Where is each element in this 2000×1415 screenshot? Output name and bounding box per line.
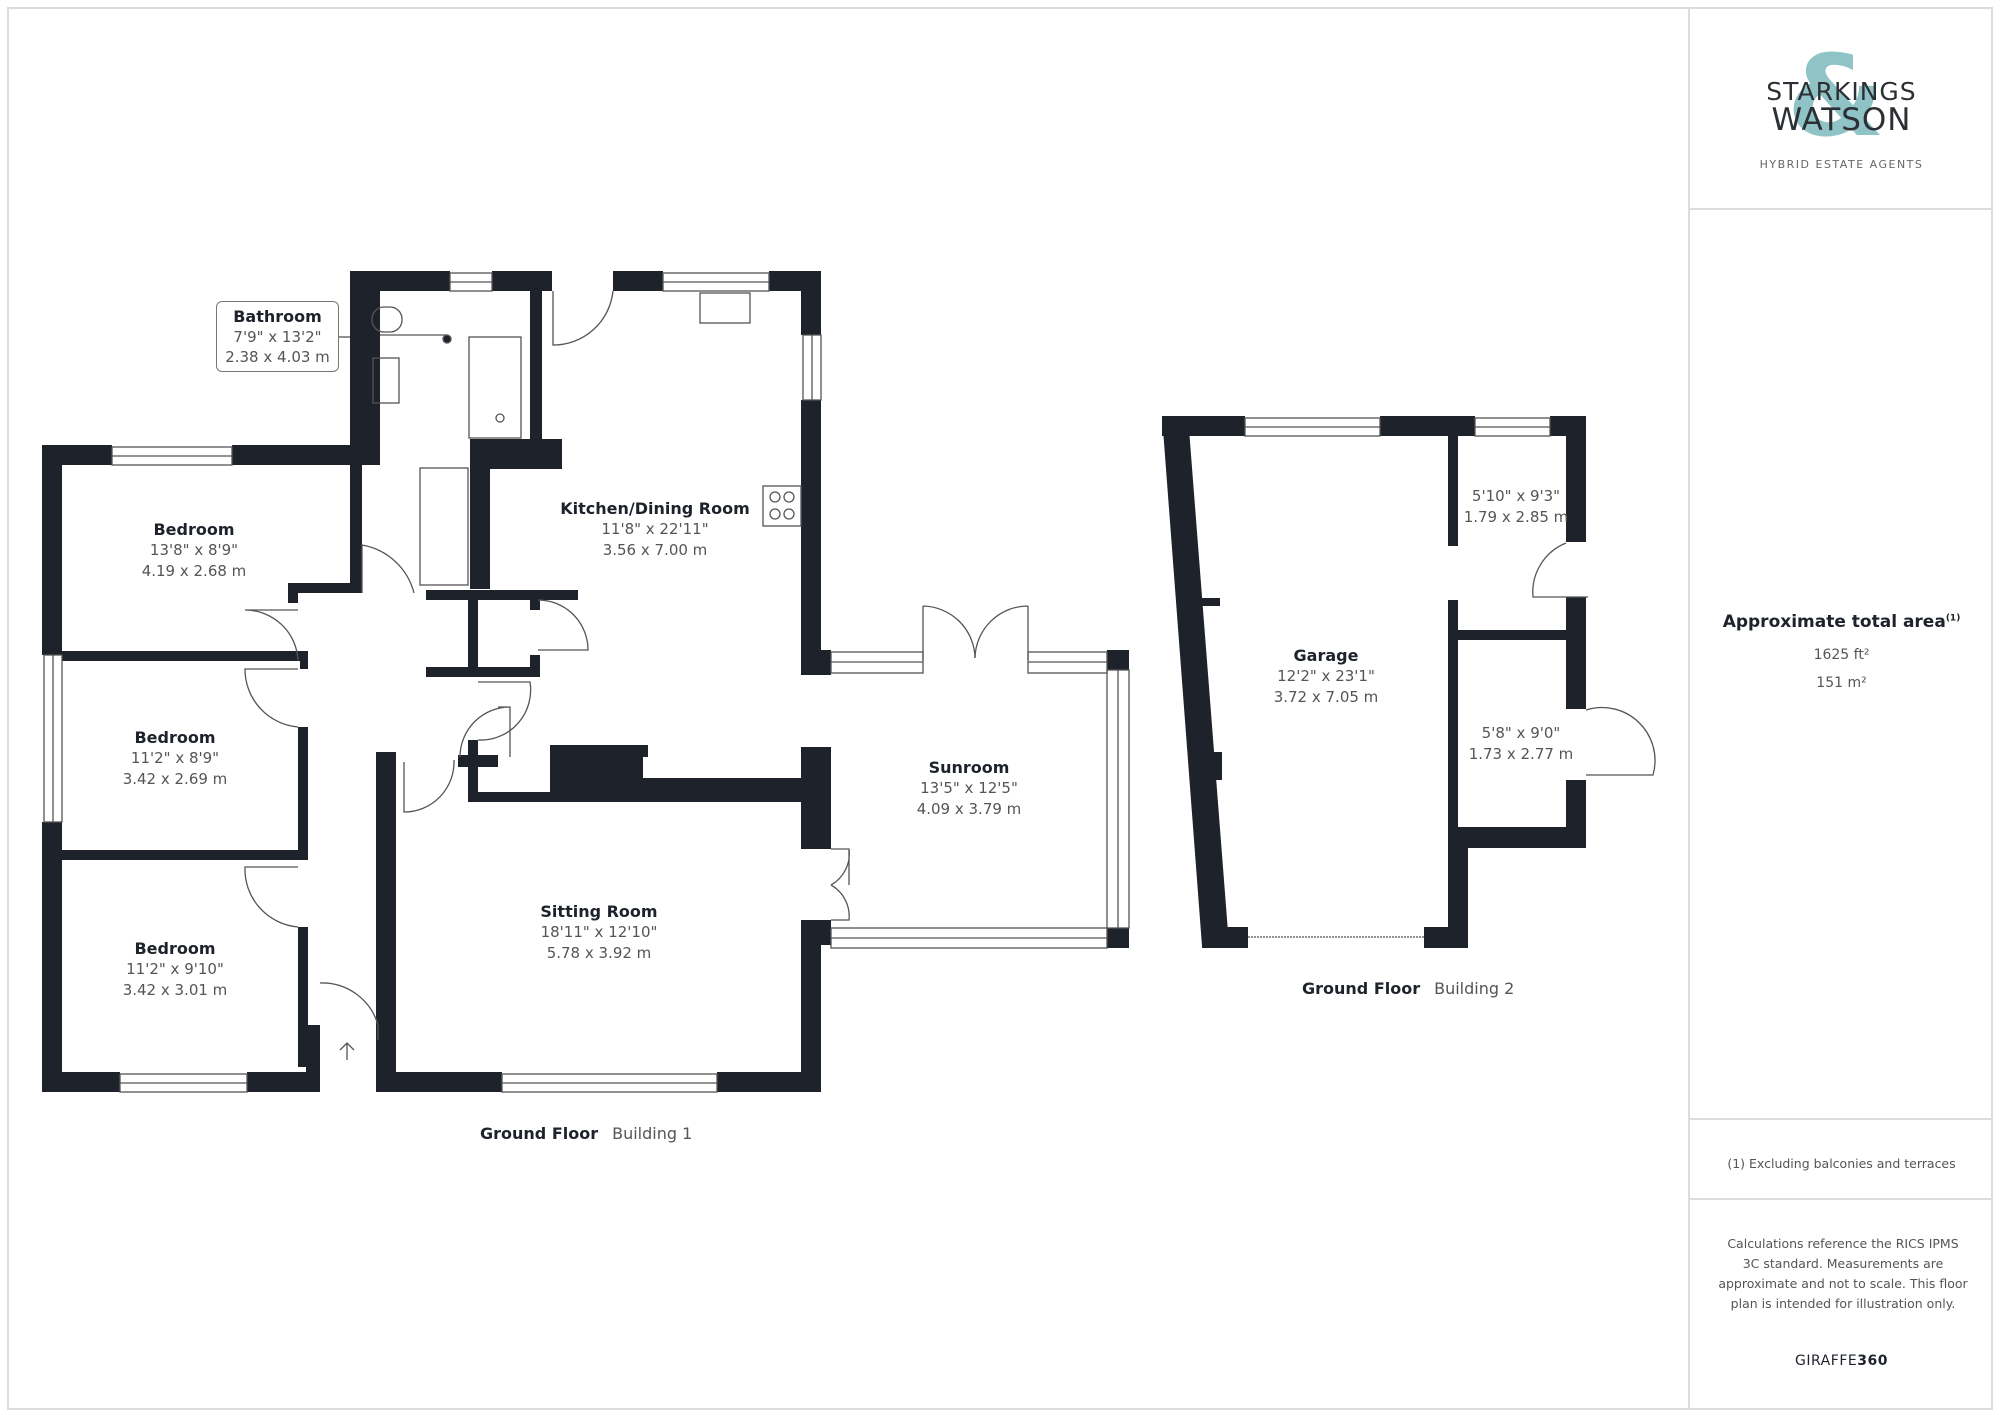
- agent-logo: & STARKINGS WATSON HYBRID ESTATE AGENTS: [1690, 7, 1993, 210]
- disclaimer-section: Calculations reference the RICS IPMS 3C …: [1690, 1200, 1993, 1410]
- footnote-section: (1) Excluding balconies and terraces: [1690, 1120, 1993, 1200]
- total-area-title: Approximate total area(1): [1722, 612, 1961, 632]
- total-area-sqft: 1625 ft²: [1813, 647, 1870, 663]
- walls-building-1: [42, 271, 1129, 1092]
- footnote-text: (1) Excluding balconies and terraces: [1727, 1156, 1956, 1171]
- logo-tagline: HYBRID ESTATE AGENTS: [1759, 158, 1924, 171]
- windows-doors-building-1: [43, 272, 1130, 1093]
- total-area-section: Approximate total area(1) 1625 ft² 151 m…: [1690, 210, 1993, 1120]
- walls-building-2: [1162, 416, 1586, 948]
- giraffe360-brand: GIRAFFE360: [1795, 1353, 1888, 1369]
- page-frame: [7, 7, 1993, 1410]
- logo-line-1: STARKINGS: [1766, 77, 1917, 106]
- room-label-kitchen-dining: Kitchen/Dining Room 11'8" x 22'11" 3.56 …: [560, 499, 750, 559]
- info-panel: & STARKINGS WATSON HYBRID ESTATE AGENTS …: [1688, 7, 1993, 1410]
- disclaimer-text: Calculations reference the RICS IPMS 3C …: [1718, 1236, 1968, 1311]
- room-label-sitting-room: Sitting Room 18'11" x 12'10" 5.78 x 3.92…: [540, 902, 658, 962]
- room-label-garage: Garage 12'2" x 23'1" 3.72 x 7.05 m: [1273, 646, 1379, 706]
- room-label-bedroom-3: Bedroom 11'2" x 9'10" 3.42 x 3.01 m: [122, 939, 228, 999]
- room-label-bathroom: Bathroom 7'9" x 13'2" 2.38 x 4.03 m: [216, 301, 339, 372]
- room-label-store-1: 5'10" x 9'3" 1.79 x 2.85 m: [1463, 487, 1569, 526]
- room-label-bedroom-1: Bedroom 13'8" x 8'9" 4.19 x 2.68 m: [141, 520, 247, 580]
- ampersand-mark: &: [1787, 32, 1885, 162]
- room-label-bedroom-2: Bedroom 11'2" x 8'9" 3.42 x 2.69 m: [122, 728, 228, 788]
- total-area-sqm: 151 m²: [1816, 675, 1867, 691]
- windows-doors-building-2: [1244, 417, 1656, 938]
- room-label-store-2: 5'8" x 9'0" 1.73 x 2.77 m: [1468, 724, 1574, 763]
- logo-line-2: WATSON: [1771, 102, 1912, 138]
- room-label-sunroom: Sunroom 13'5" x 12'5" 4.09 x 3.79 m: [916, 758, 1022, 818]
